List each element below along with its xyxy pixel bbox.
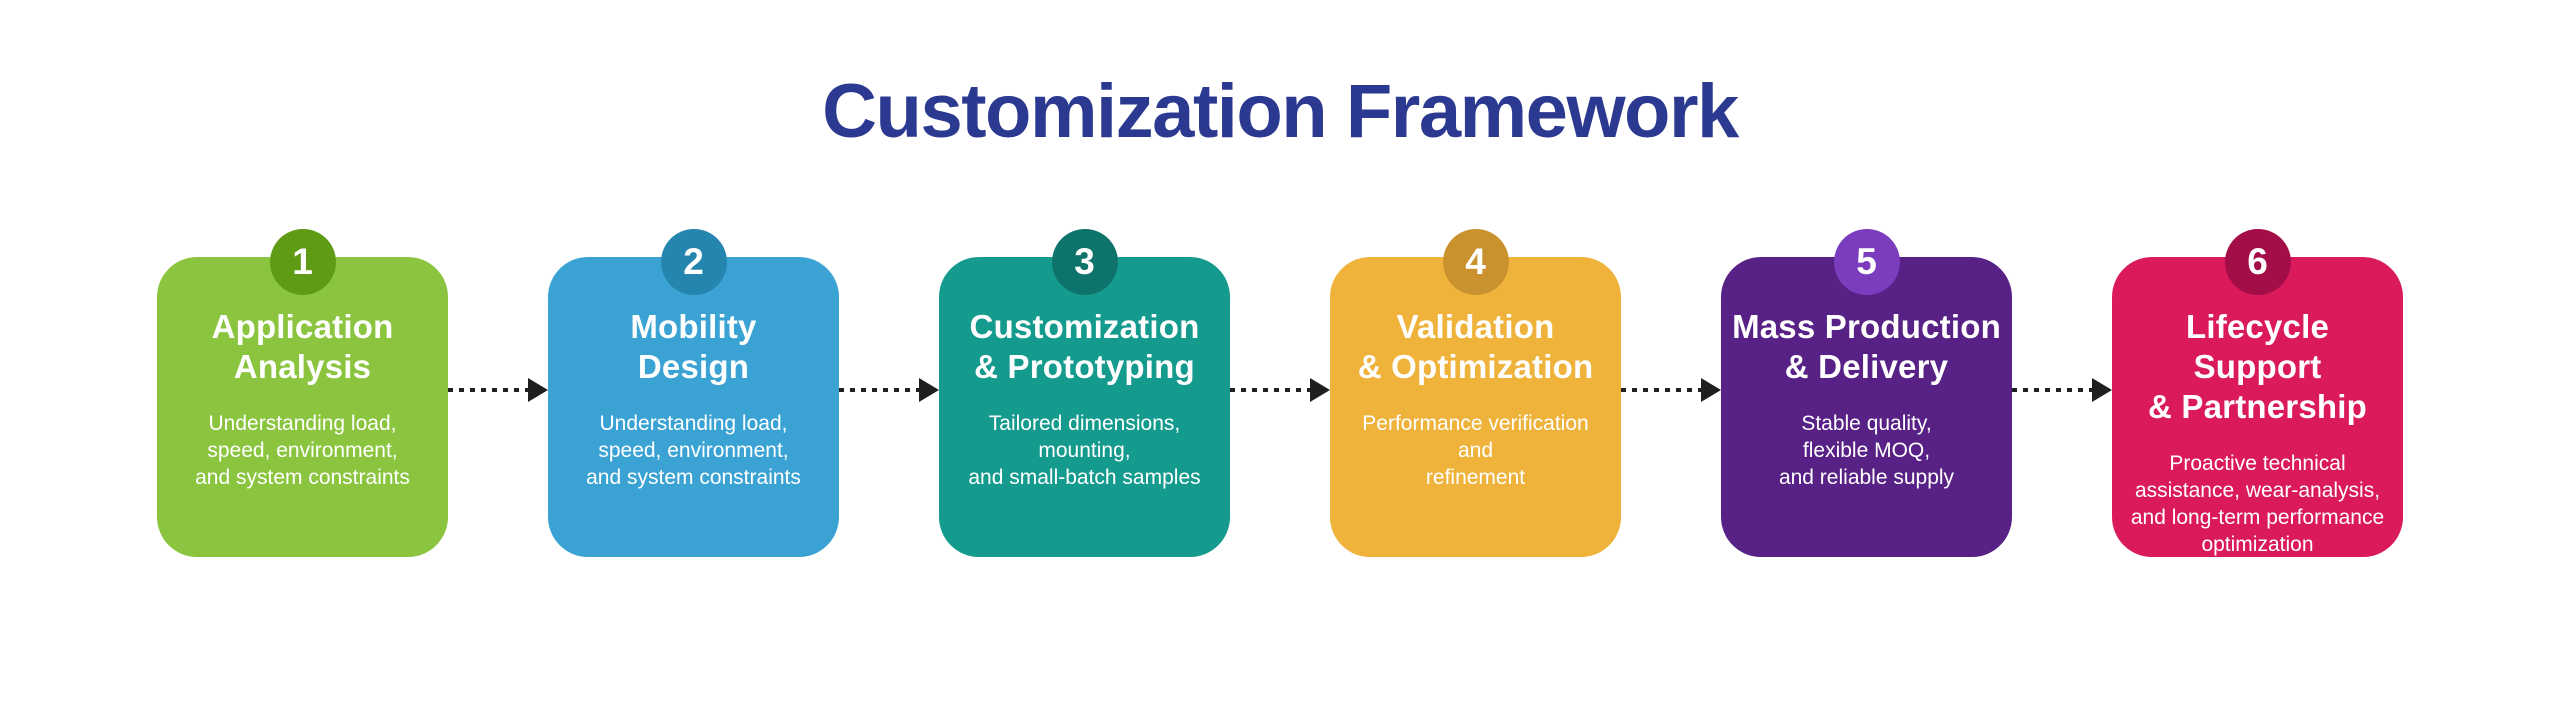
dotted-line xyxy=(1621,388,1701,392)
steps-row: 1 Application Analysis Understanding loa… xyxy=(0,229,2560,557)
step-title: Mobility Design xyxy=(630,308,757,385)
step-description: Proactive technical assistance, wear-ana… xyxy=(2130,452,2385,556)
step-number: 5 xyxy=(1856,241,1877,282)
step-number: 3 xyxy=(1074,241,1095,282)
step-description: Understanding load, speed, environment, … xyxy=(586,412,801,489)
dotted-line xyxy=(448,388,528,392)
step-validation-optimization: 4 Validation & Optimization Performance … xyxy=(1330,229,1621,557)
arrow-head-icon xyxy=(2092,378,2112,402)
arrow-connector xyxy=(839,378,939,402)
page-title: Customization Framework xyxy=(822,69,1739,154)
step-title: Mass Production & Delivery xyxy=(1732,308,2001,385)
arrow-connector xyxy=(2012,378,2112,402)
step-title: Customization & Prototyping xyxy=(969,308,1200,385)
step-number: 6 xyxy=(2247,241,2268,282)
step-number: 2 xyxy=(683,241,704,282)
arrow-connector xyxy=(448,378,548,402)
dotted-line xyxy=(839,388,919,392)
dotted-line xyxy=(1230,388,1310,392)
step-number-badge: 4 xyxy=(1442,229,1509,295)
arrow-head-icon xyxy=(1310,378,1330,402)
step-mass-production-delivery: 5 Mass Production & Delivery Stable qual… xyxy=(1721,229,2012,557)
step-description: Tailored dimensions, mounting, and small… xyxy=(968,412,1201,489)
step-number-badge: 2 xyxy=(660,229,727,295)
step-description: Performance verification and refinement xyxy=(1362,412,1589,489)
step-card: Lifecycle Support & Partnership Proactiv… xyxy=(2112,257,2403,557)
step-card: Customization & Prototyping Tailored dim… xyxy=(939,257,1230,557)
step-number: 4 xyxy=(1465,241,1486,282)
step-title: Lifecycle Support & Partnership xyxy=(2148,308,2367,425)
step-number-badge: 1 xyxy=(269,229,336,295)
step-description: Stable quality, flexible MOQ, and reliab… xyxy=(1778,412,1955,489)
step-number: 1 xyxy=(292,241,313,282)
arrow-head-icon xyxy=(919,378,939,402)
step-title: Application Analysis xyxy=(211,308,394,385)
arrow-head-icon xyxy=(1701,378,1721,402)
step-description: Understanding load, speed, environment, … xyxy=(195,412,410,489)
step-number-badge: 5 xyxy=(1833,229,1900,295)
step-card: Application Analysis Understanding load,… xyxy=(157,257,448,557)
arrow-head-icon xyxy=(528,378,548,402)
step-number-badge: 6 xyxy=(2224,229,2291,295)
dotted-line xyxy=(2012,388,2092,392)
step-title: Validation & Optimization xyxy=(1357,308,1594,385)
step-number-badge: 3 xyxy=(1051,229,1118,295)
step-card: Mobility Design Understanding load, spee… xyxy=(548,257,839,557)
step-customization-prototyping: 3 Customization & Prototyping Tailored d… xyxy=(939,229,1230,557)
step-card: Mass Production & Delivery Stable qualit… xyxy=(1721,257,2012,557)
arrow-connector xyxy=(1230,378,1330,402)
arrow-connector xyxy=(1621,378,1721,402)
step-application-analysis: 1 Application Analysis Understanding loa… xyxy=(157,229,448,557)
step-mobility-design: 2 Mobility Design Understanding load, sp… xyxy=(548,229,839,557)
step-card: Validation & Optimization Performance ve… xyxy=(1330,257,1621,557)
step-lifecycle-support-partnership: 6 Lifecycle Support & Partnership Proact… xyxy=(2112,229,2403,557)
